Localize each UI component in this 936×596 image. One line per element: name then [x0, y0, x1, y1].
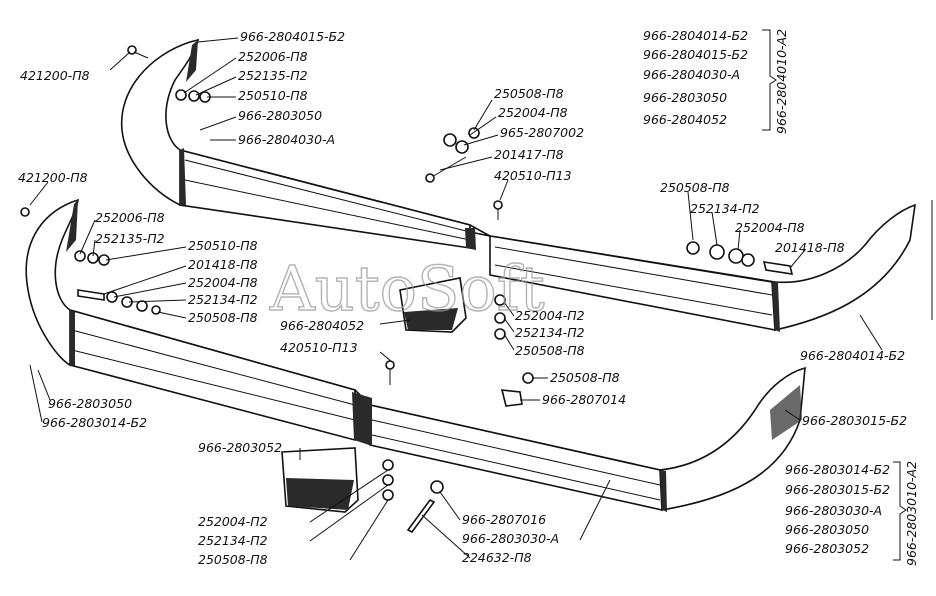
label-rear-4: 250510-П8 — [238, 88, 308, 103]
label-rear-21: 250508-П8 — [515, 343, 585, 358]
label-rear-16: 201418-П8 — [775, 240, 845, 255]
front-group-item-2: 966-2803015-Б2 — [785, 482, 890, 497]
rear-group-item-1: 966-2804014-Б2 — [643, 28, 748, 43]
label-front-9: 420510-П13 — [280, 340, 358, 355]
label-rear-15: 252004-П8 — [735, 220, 805, 235]
label-front-8: 250508-П8 — [188, 310, 258, 325]
label-rear-10: 965-2807002 — [500, 125, 584, 140]
label-front-17: 252134-П2 — [198, 533, 268, 548]
label-rear-18: 966-2804052 — [280, 318, 364, 333]
label-rear-19: 252004-П2 — [515, 308, 585, 323]
label-rear-17: 966-2804014-Б2 — [800, 348, 905, 363]
label-front-10: 966-2803050 — [48, 396, 132, 411]
label-front-16: 252004-П2 — [198, 514, 268, 529]
label-front-7: 252134-П2 — [188, 292, 258, 307]
label-rear-3: 252135-П2 — [238, 68, 308, 83]
label-rear-5: 966-2803050 — [238, 108, 322, 123]
label-rear-2: 252006-П8 — [238, 49, 308, 64]
front-group-assembly: 966-2803010-А2 — [904, 461, 919, 566]
rear-group-item-5: 966-2804052 — [643, 112, 727, 127]
rear-group-item-4: 966-2803050 — [643, 90, 727, 105]
rear-group: 966-2804014-Б2 966-2804015-Б2 966-280403… — [643, 28, 789, 134]
leader-lines — [29, 37, 883, 561]
label-front-3: 252135-П2 — [95, 231, 165, 246]
rear-labels: 966-2804015-Б2 252006-П8 252135-П2 25051… — [20, 29, 905, 363]
label-rear-12: 420510-П13 — [494, 168, 572, 183]
watermark: AutoSoft — [269, 252, 545, 325]
label-front-6: 252004-П8 — [188, 275, 258, 290]
front-bumper — [25, 198, 806, 513]
label-rear-11: 201417-П8 — [494, 147, 564, 162]
front-labels: 421200-П8 252006-П8 252135-П2 250510-П8 … — [18, 170, 907, 567]
rear-bumper — [120, 38, 916, 333]
front-group-item-1: 966-2803014-Б2 — [785, 462, 890, 477]
label-rear-9: 252004-П8 — [498, 105, 568, 120]
label-rear-13: 250508-П8 — [660, 180, 730, 195]
label-rear-14: 252134-П2 — [690, 201, 760, 216]
rear-group-item-2: 966-2804015-Б2 — [643, 47, 748, 62]
label-rear-6: 966-2804030-А — [238, 132, 335, 147]
label-front-14: 966-2803015-Б2 — [802, 413, 907, 428]
label-rear-7: 421200-П8 — [20, 68, 90, 83]
label-front-4: 250510-П8 — [188, 238, 258, 253]
rear-group-item-3: 966-2804030-А — [643, 67, 740, 82]
label-front-15: 966-2803052 — [198, 440, 282, 455]
label-front-13: 966-2807014 — [542, 392, 626, 407]
front-group: 966-2803014-Б2 966-2803015-Б2 966-280303… — [785, 461, 919, 566]
label-front-20: 966-2803030-А — [462, 531, 559, 546]
label-front-19: 966-2807016 — [462, 512, 546, 527]
label-front-2: 252006-П8 — [95, 210, 165, 225]
label-front-11: 966-2803014-Б2 — [42, 415, 147, 430]
front-group-item-4: 966-2803050 — [785, 522, 869, 537]
label-rear-20: 252134-П2 — [515, 325, 585, 340]
front-group-item-5: 966-2803052 — [785, 541, 869, 556]
fasteners — [20, 45, 794, 534]
label-front-21: 224632-П8 — [462, 550, 532, 565]
front-group-item-3: 966-2803030-А — [785, 503, 882, 518]
rear-group-assembly: 966-2804010-А2 — [774, 29, 789, 134]
label-rear-1: 966-2804015-Б2 — [240, 29, 345, 44]
label-front-5: 201418-П8 — [188, 257, 258, 272]
label-rear-8: 250508-П8 — [494, 86, 564, 101]
label-front-18: 250508-П8 — [198, 552, 268, 567]
label-front-12: 250508-П8 — [550, 370, 620, 385]
label-front-1: 421200-П8 — [18, 170, 88, 185]
